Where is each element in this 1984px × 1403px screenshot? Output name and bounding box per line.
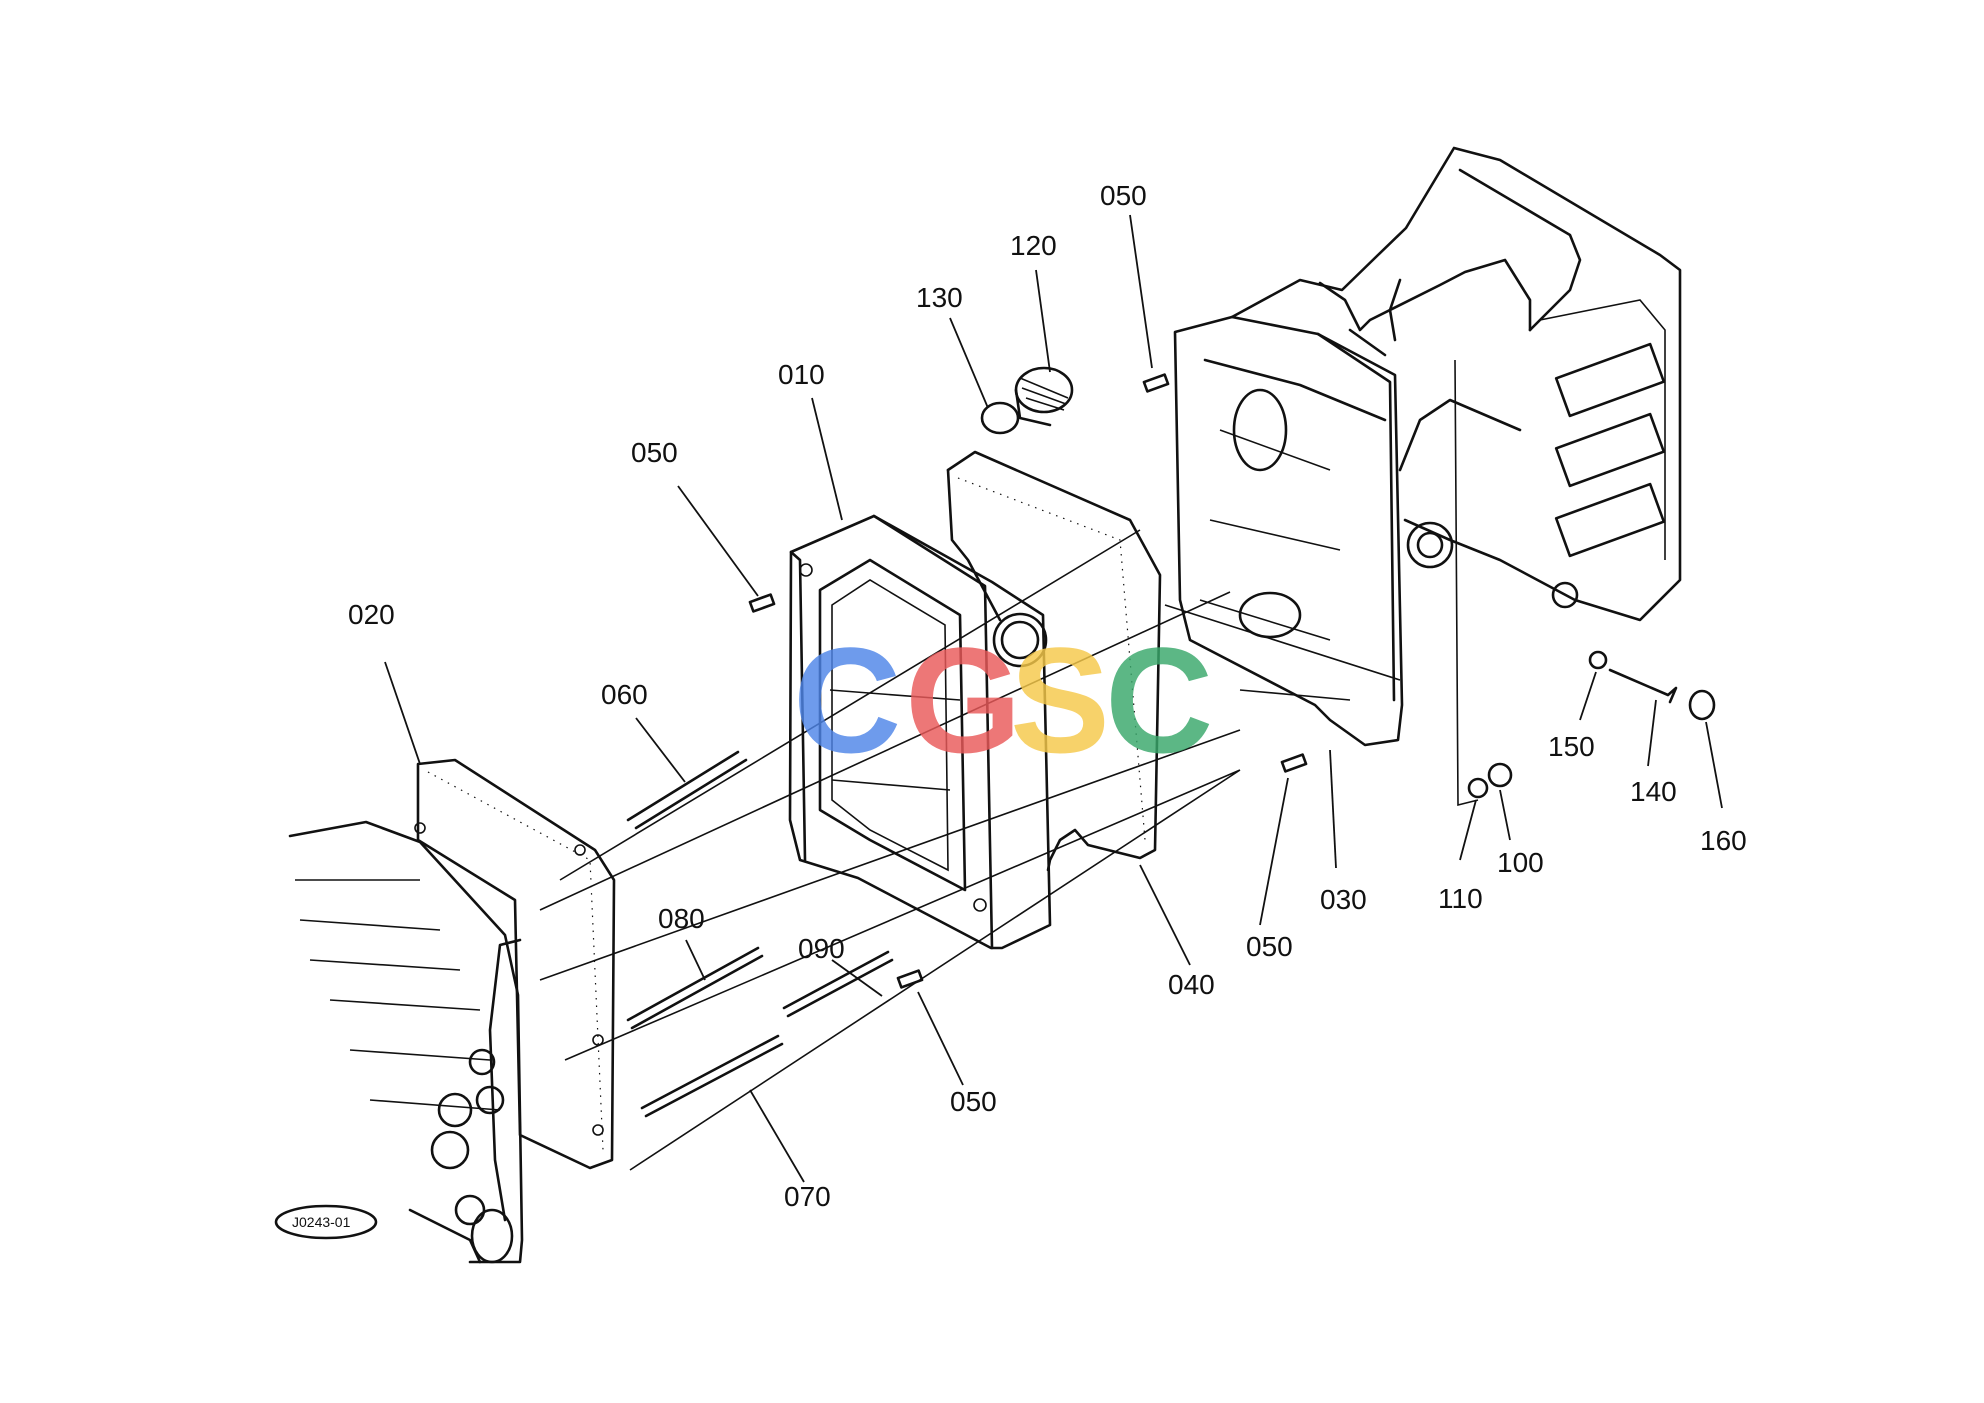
watermark-letter-3: S	[1010, 616, 1110, 784]
bolt-140	[1608, 668, 1678, 704]
callout-140: 140	[1630, 776, 1677, 807]
nut-100	[1487, 762, 1513, 788]
dowel-050-top	[1142, 373, 1170, 393]
studs	[626, 373, 1308, 1118]
callout-labels: 050 120 130 010 050 020 060 080 090 050 …	[348, 180, 1747, 1212]
callout-080: 080	[658, 903, 705, 934]
dowel-050-lower	[896, 969, 924, 989]
o-ring-130	[980, 401, 1020, 435]
callout-110: 110	[1438, 883, 1483, 914]
watermark-letter-4: C	[1105, 616, 1213, 784]
watermark: C G S C	[793, 616, 1213, 784]
callout-060: 060	[601, 679, 648, 710]
plug-120	[1014, 366, 1074, 427]
callout-160: 160	[1700, 825, 1747, 856]
watermark-letter-2: G	[905, 616, 1022, 784]
hardware	[1454, 359, 1716, 807]
gasket-040	[946, 450, 1162, 872]
stud-070	[640, 1034, 780, 1110]
callout-050-top: 050	[1100, 180, 1147, 211]
stud-060	[626, 750, 740, 822]
callout-070: 070	[784, 1181, 831, 1212]
callout-150: 150	[1548, 731, 1595, 762]
watermark-letter-1: C	[793, 616, 901, 784]
callout-050-right: 050	[1246, 931, 1293, 962]
plug-160	[1688, 689, 1716, 721]
washer-150	[1588, 650, 1608, 670]
leader-lines	[384, 214, 1723, 1183]
assembly-lines	[539, 529, 1401, 1171]
housing-010	[788, 514, 1052, 950]
callout-120: 120	[1010, 230, 1057, 261]
callout-020: 020	[348, 599, 395, 630]
transmission-case-030	[1173, 146, 1682, 747]
callout-050-lower: 050	[950, 1086, 997, 1117]
front-cover-020	[288, 758, 616, 1264]
figure-id: J0243-01	[292, 1214, 351, 1230]
figure-id-badge: J0243-01	[274, 1204, 378, 1240]
callout-010: 010	[778, 359, 825, 390]
callout-100: 100	[1497, 847, 1544, 878]
callout-030: 030	[1320, 884, 1367, 915]
callout-090: 090	[798, 933, 845, 964]
washer-110	[1467, 777, 1489, 799]
callout-130: 130	[916, 282, 963, 313]
dowel-050-left	[748, 593, 776, 613]
stud-090	[782, 950, 890, 1010]
callout-050-left: 050	[631, 437, 678, 468]
stud-080	[626, 946, 760, 1022]
dowel-050-right	[1280, 753, 1308, 773]
callout-040: 040	[1168, 969, 1215, 1000]
